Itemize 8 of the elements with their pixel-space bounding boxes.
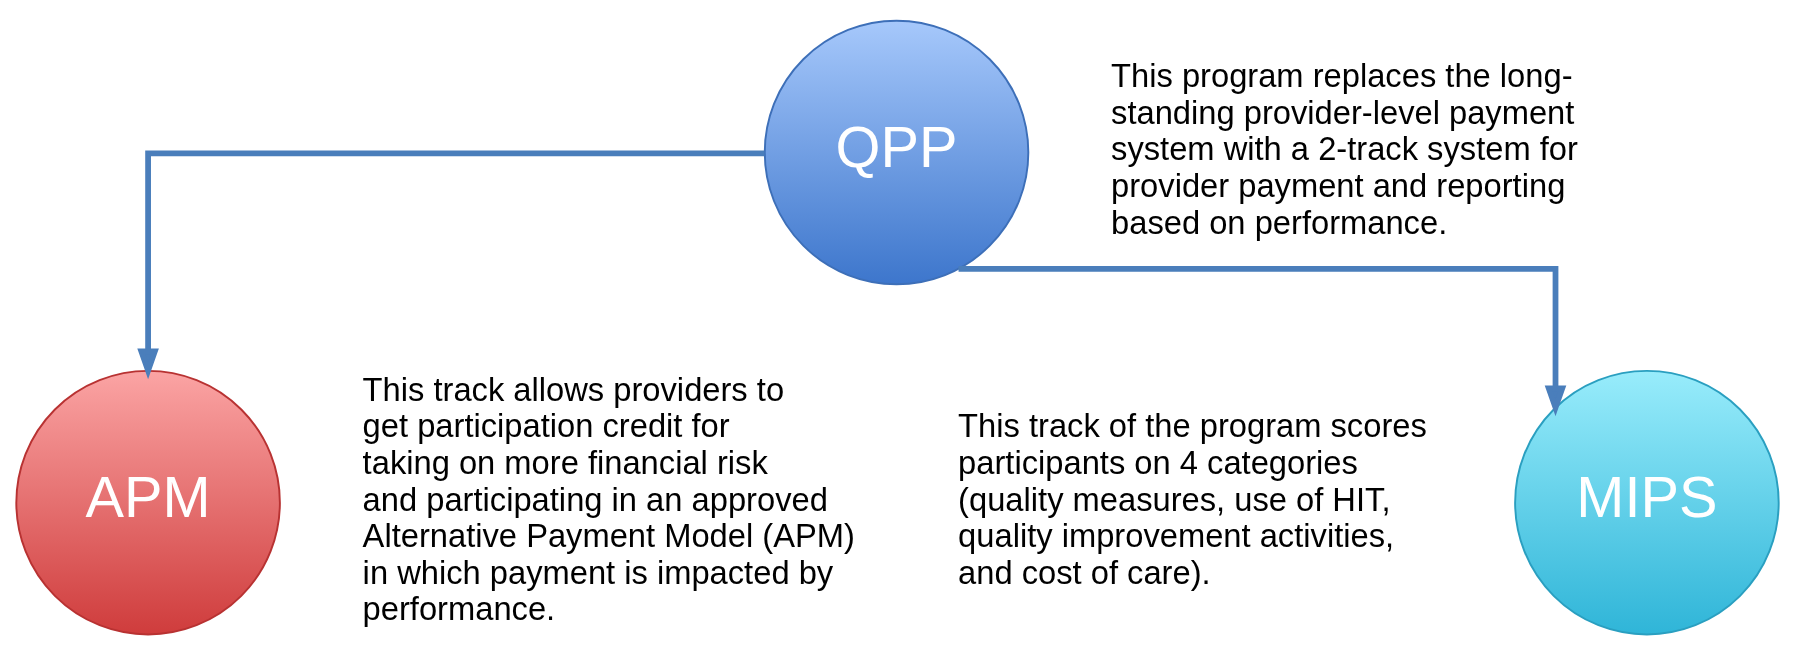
node-circle: QPP (763, 19, 1030, 285)
node-circle: MIPS (1514, 369, 1780, 635)
node-label: This track of the program scores participants on 4 categories (quality measures, use of HIT, quality improvement activities, and cost of care). (958, 406, 1427, 591)
node-label: This track allows providers to get participation credit for taking on more financial risk and participating in an approved Alternative Payment Model (APM) in which payment is impacted by performance. (362, 370, 855, 627)
node-label: This program replaces the long-standing provider-level payment system with a 2-track system for provider payment and reporting based on performance. (1111, 56, 1578, 240)
node-circle: APM (15, 369, 281, 635)
arrow (137, 150, 765, 379)
arrow (958, 265, 1567, 416)
